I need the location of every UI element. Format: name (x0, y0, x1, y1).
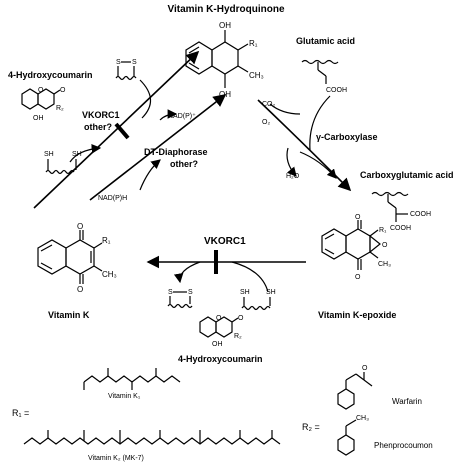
svg-text:SH: SH (266, 289, 276, 296)
vitamin-k-label: Vitamin K (48, 310, 90, 320)
svg-text:O: O (77, 285, 83, 294)
svg-text:CH₃: CH₃ (102, 270, 117, 279)
hydroxycoumarin-top-structure: O O R₂ OH (21, 87, 66, 122)
svg-text:O: O (38, 87, 44, 94)
vitamin-k1-label: Vitamin K₁ (108, 393, 141, 400)
warfarin-label: Warfarin (392, 397, 422, 406)
svg-text:SH: SH (240, 289, 250, 296)
svg-text:O: O (382, 242, 388, 249)
svg-text:R₁: R₁ (249, 39, 258, 48)
dt-diaphorase-label: DT-Diaphorase (144, 147, 208, 157)
glutamic-acid-structure: COOH (301, 59, 347, 94)
dithiol-top: SH SH (44, 151, 82, 175)
svg-text:COOH: COOH (410, 211, 431, 218)
disulfide-mid: S S (167, 289, 193, 309)
svg-text:OH: OH (219, 21, 231, 30)
carboxyglutamic-acid-label: Carboxyglutamic acid (360, 170, 454, 180)
disulfide-top: S S (115, 59, 137, 81)
phenprocoumon-label: Phenprocoumon (374, 441, 433, 450)
vitamin-k1-chain (83, 375, 181, 383)
gamma-carboxylase-label: γ-Carboxylase (316, 132, 378, 142)
svg-text:COOH: COOH (326, 87, 347, 94)
svg-text:R₁: R₁ (102, 236, 111, 245)
co2-label: CO₂ (262, 101, 276, 108)
svg-text:O: O (355, 274, 361, 281)
svg-text:OH: OH (33, 115, 44, 122)
phenprocoumon-structure: CH₃ (337, 415, 369, 456)
inhibition-bar-top (114, 122, 130, 140)
nadph-label: NAD(P)H (98, 195, 127, 202)
svg-text:O: O (60, 87, 66, 94)
dithiol-mid: SH SH (240, 289, 276, 311)
svg-text:R₂: R₂ (234, 333, 242, 340)
carboxylation-arrow (257, 99, 352, 192)
svg-text:R₁: R₁ (379, 227, 387, 234)
svg-text:S: S (168, 289, 173, 296)
vkorc1-reduction-arrow (33, 50, 200, 209)
vitamin-k-epoxide-label: Vitamin K-epoxide (318, 310, 396, 320)
svg-text:CH₃: CH₃ (378, 261, 391, 268)
vitamin-k2-label: Vitamin K₂ (MK-7) (88, 455, 144, 462)
svg-text:SH: SH (44, 151, 54, 158)
glutamic-input-curve (309, 95, 331, 151)
carboxyglutamic-structure: COOH COOH (371, 191, 431, 232)
vkorc1-mid-label: VKORC1 (204, 236, 246, 247)
svg-text:O: O (238, 315, 244, 322)
warfarin-structure: O (337, 365, 373, 410)
svg-text:R₂: R₂ (56, 105, 64, 112)
hydroxycoumarin-bottom-label: 4-Hydroxycoumarin (178, 354, 263, 364)
vitamin-k-epoxide-structure: O O O R₁ CH₃ (321, 214, 391, 281)
nadp-plus-label: NAD(P)⁺ (168, 113, 196, 120)
h2o-label: H₂O (286, 173, 300, 180)
svg-text:S: S (116, 59, 121, 66)
svg-text:CH₃: CH₃ (356, 415, 369, 422)
hydroxycoumarin-bottom-structure: O O R₂ OH (199, 315, 244, 348)
glutamic-acid-label: Glutamic acid (296, 36, 355, 46)
hydroquinone-title: Vitamin K-Hydroquinone (167, 4, 284, 15)
vitamin-k2-chain (23, 437, 281, 445)
svg-text:CH₃: CH₃ (249, 71, 264, 80)
other-q1-label: other? (84, 122, 112, 132)
o2-label: O₂ (262, 119, 270, 126)
svg-text:S: S (188, 289, 193, 296)
svg-text:S: S (132, 59, 137, 66)
hydroquinone-structure: OH OH R₁ CH₃ (185, 21, 264, 99)
hydroxycoumarin-top-label: 4-Hydroxycoumarin (8, 70, 93, 80)
svg-text:O: O (355, 214, 361, 221)
r2-equals-label: R₂ = (302, 422, 320, 432)
dt-diaphorase-arrow (89, 94, 227, 201)
r1-equals-label: R₁ = (12, 408, 29, 418)
svg-text:O: O (362, 365, 368, 372)
svg-text:COOH: COOH (390, 225, 411, 232)
svg-text:O: O (77, 222, 83, 231)
vkorc1-top-label: VKORC1 (82, 110, 120, 120)
other-q2-label: other? (170, 159, 198, 169)
svg-text:OH: OH (212, 341, 223, 348)
svg-text:O: O (216, 315, 222, 322)
dithiol-curve (139, 79, 152, 119)
vitamin-k-structure: O O R₁ CH₃ (37, 222, 117, 294)
